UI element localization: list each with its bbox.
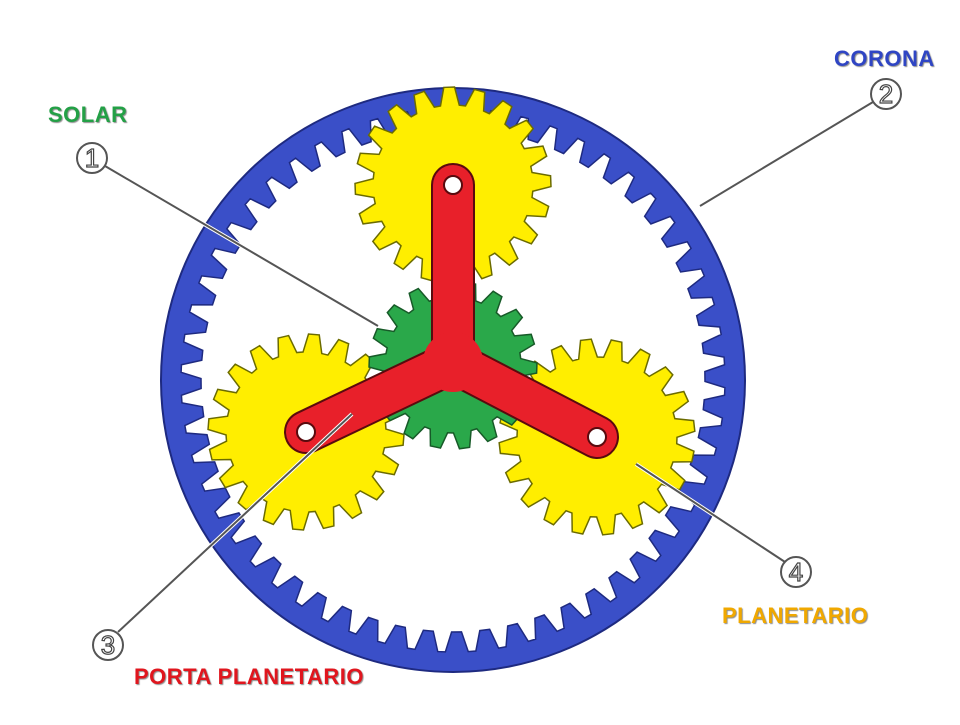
- callout-2: 2: [870, 78, 902, 110]
- callout-1-number: 1: [85, 143, 99, 173]
- callout-3-number: 3: [101, 630, 115, 660]
- callout-3: 3: [92, 629, 124, 661]
- leader-line-4: [635, 463, 786, 563]
- callout-markers: 1 2 3 4: [76, 78, 902, 661]
- carrier-pin-1: [296, 422, 316, 442]
- planet-carrier: [284, 163, 619, 459]
- callout-4-number: 4: [789, 557, 803, 587]
- callout-4: 4: [780, 556, 812, 588]
- leader-line-1: [104, 165, 379, 327]
- corona-label: CORONA: [834, 46, 935, 71]
- carrier-pin-2: [587, 427, 607, 447]
- callout-1: 1: [76, 142, 108, 174]
- carrier-pin-0: [443, 175, 463, 195]
- planetario-label: PLANETARIO: [722, 603, 869, 628]
- porta-planetario-label: PORTA PLANETARIO: [134, 664, 365, 689]
- callout-2-number: 2: [879, 79, 893, 109]
- leader-lines: [103, 100, 875, 634]
- leader-line-2: [699, 101, 874, 207]
- solar-label: SOLAR: [48, 102, 128, 127]
- leader-line-3: [117, 413, 353, 633]
- carrier-hub: [423, 332, 483, 392]
